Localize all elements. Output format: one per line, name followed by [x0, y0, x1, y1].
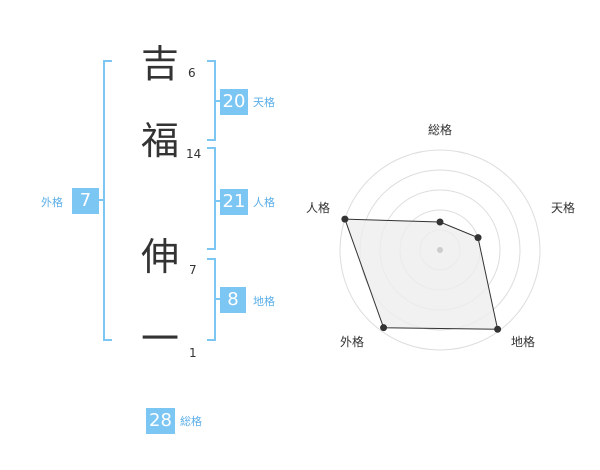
stroke-count-1: 6	[188, 66, 196, 80]
name-char-4: 一	[140, 317, 179, 361]
jinkaku-bracket	[207, 147, 220, 250]
radar-point-4	[380, 324, 388, 332]
tenkaku-label: 天格	[253, 96, 275, 109]
radar-label-jinkaku: 人格	[306, 201, 331, 215]
soukaku-value: 28	[146, 408, 175, 434]
tenkaku-bracket	[207, 60, 220, 141]
name-char-1: 吉	[140, 42, 179, 86]
fortune-radar-chart	[339, 149, 541, 351]
gaikaku-bracket	[99, 60, 112, 341]
radar-center-point	[437, 247, 443, 253]
radar-grid-ring	[339, 149, 541, 351]
jinkaku-label: 人格	[253, 196, 275, 209]
gaikaku-value: 7	[72, 188, 99, 214]
radar-label-gaikaku: 外格	[340, 335, 365, 349]
stroke-count-3: 7	[189, 263, 197, 277]
name-char-2: 福	[140, 119, 179, 163]
radar-point-5	[341, 215, 349, 223]
radar-point-3	[494, 325, 502, 333]
radar-series-polygon	[344, 218, 499, 330]
gaikaku-label: 外格	[41, 196, 63, 209]
jinkaku-value: 21	[220, 189, 248, 215]
radar-label-soukaku: 総格	[428, 123, 453, 137]
radar-label-tenkaku: 天格	[551, 201, 576, 215]
chikaku-label: 地格	[253, 295, 275, 308]
stroke-count-4: 1	[189, 346, 197, 360]
radar-point-2	[474, 234, 482, 242]
soukaku-label: 総格	[180, 415, 202, 428]
tenkaku-value: 20	[220, 89, 248, 115]
radar-label-chikaku: 地格	[511, 335, 536, 349]
chikaku-bracket	[207, 258, 220, 341]
stroke-count-2: 14	[186, 147, 202, 161]
chikaku-value: 8	[220, 287, 246, 313]
radar-point-1	[436, 218, 444, 226]
name-char-3: 伸	[140, 235, 179, 279]
